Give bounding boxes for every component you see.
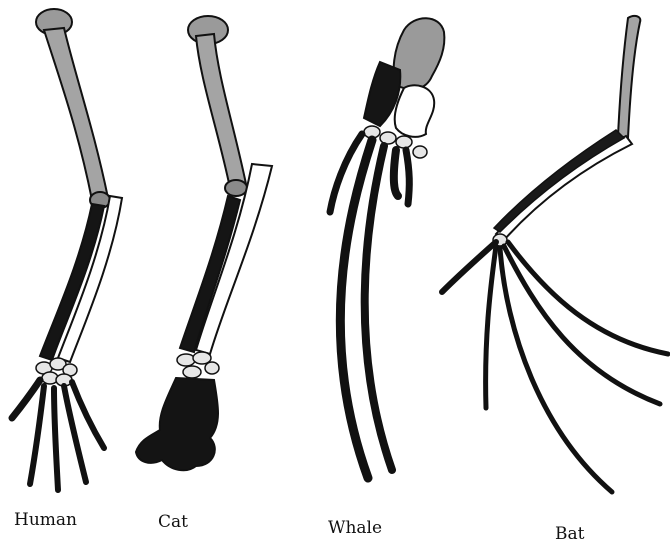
bat-thumb <box>442 242 496 292</box>
human-label: Human <box>14 510 77 530</box>
bat-radius <box>496 136 632 240</box>
bat-phalanges <box>486 242 668 492</box>
cat-label: Cat <box>158 512 188 532</box>
bat-wing-illustration <box>442 16 668 492</box>
bat-ulna <box>494 130 624 232</box>
whale-phalanges <box>330 134 409 478</box>
whale-humerus <box>394 18 445 89</box>
cat-carpals <box>177 352 219 378</box>
whale-flipper-illustration <box>330 18 444 478</box>
cat-elbow <box>225 180 247 196</box>
cat-paw <box>136 378 218 470</box>
bat-humerus <box>618 16 640 138</box>
human-humerus <box>44 28 108 200</box>
bat-label: Bat <box>555 524 584 544</box>
whale-label: Whale <box>328 518 382 538</box>
cat-humerus <box>196 34 246 188</box>
cat-leg-illustration <box>136 16 272 470</box>
whale-radius <box>395 85 435 137</box>
human-phalanges <box>12 380 104 490</box>
human-arm-illustration <box>12 9 122 490</box>
